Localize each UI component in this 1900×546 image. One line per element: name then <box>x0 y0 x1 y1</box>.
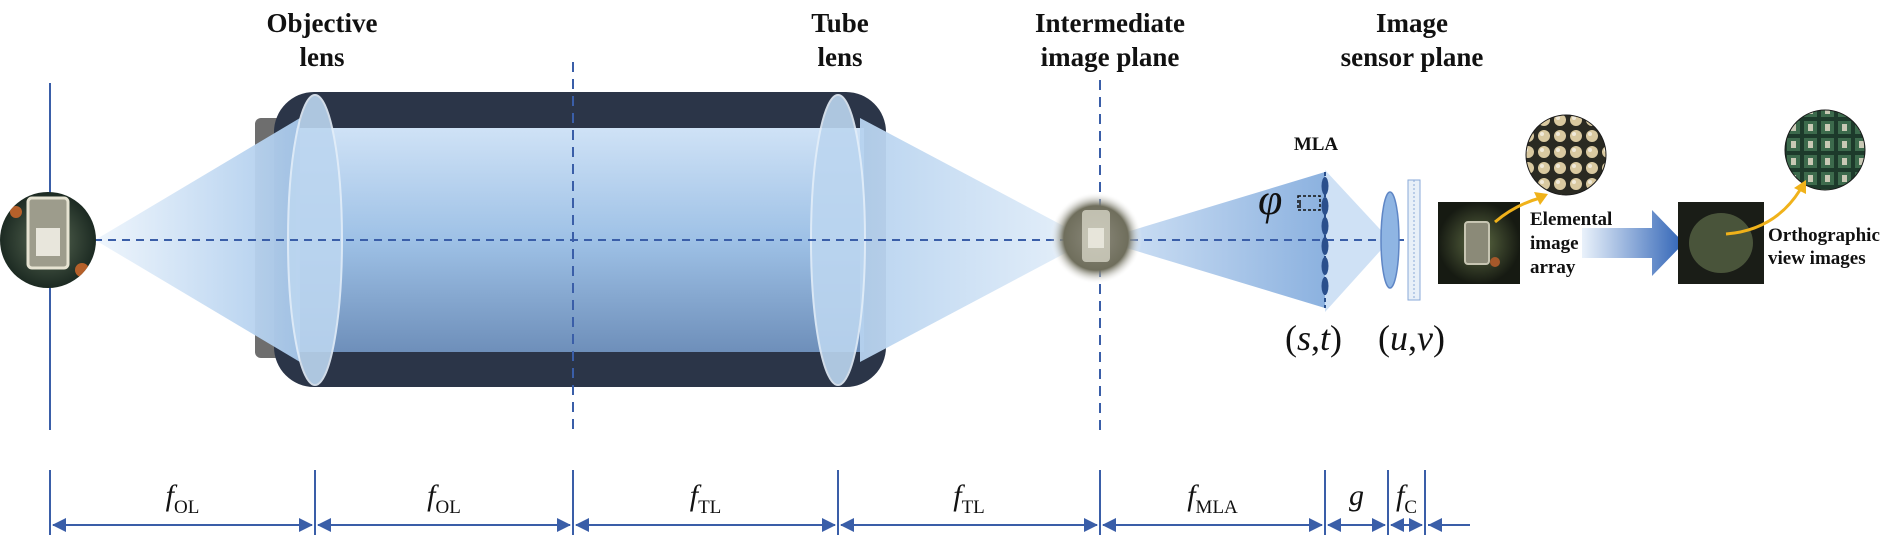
elemental-image-array <box>1438 202 1520 284</box>
dimension-label: fMLA <box>1187 479 1238 518</box>
dimension-label: fOL <box>427 479 461 518</box>
objective-lens <box>287 94 343 386</box>
dimension-arrowhead <box>1372 518 1386 532</box>
orthographic-label-line1: Orthographic <box>1768 225 1880 246</box>
orthographic-zoom-circle <box>1784 109 1866 191</box>
dimension-label: fTL <box>690 479 722 518</box>
objective-label-line2: lens <box>299 42 344 72</box>
intermediate-label-line2: image plane <box>1041 42 1180 72</box>
objective-label-line1: Objective <box>267 8 378 38</box>
mla-label: MLA <box>1294 134 1339 155</box>
dimension-arrowhead <box>299 518 313 532</box>
dimension-arrowhead <box>1327 518 1341 532</box>
dimension-arrowhead <box>1390 518 1404 532</box>
elemental-label-line3: array <box>1530 257 1576 278</box>
dimension-arrowhead <box>1309 518 1323 532</box>
dimension-arrowhead <box>840 518 854 532</box>
dimension-arrowhead <box>1084 518 1098 532</box>
dimension-arrowhead <box>822 518 836 532</box>
dimension-arrowhead <box>557 518 571 532</box>
st-coordinate: (s,t) <box>1285 318 1342 358</box>
orthographic-label-line2: view images <box>1768 248 1866 269</box>
transform-arrow <box>1582 210 1684 276</box>
phi-symbol: φ <box>1258 175 1282 224</box>
dimension-arrowhead <box>52 518 66 532</box>
mla-light-cone <box>1100 172 1325 308</box>
dimension-label: g <box>1349 479 1364 512</box>
sensor-label-line1: Image <box>1376 8 1448 38</box>
elemental-label-line1: Elemental <box>1530 209 1612 230</box>
orthographic-view-image <box>1678 202 1764 284</box>
dimension-arrowhead <box>1428 518 1442 532</box>
dimension-arrowhead <box>317 518 331 532</box>
microlens-array <box>1297 172 1329 308</box>
dimension-arrowhead <box>1102 518 1116 532</box>
dimension-label: fOL <box>166 479 200 518</box>
tube-label-line1: Tube <box>811 8 869 38</box>
dimension-label: fTL <box>953 479 985 518</box>
orthographic-zoom-arrow <box>1725 189 1802 236</box>
dimension-label: fC <box>1396 479 1417 518</box>
elemental-label-line2: image <box>1530 233 1579 254</box>
dimension-arrowhead <box>1409 518 1423 532</box>
elemental-zoom-circle <box>1525 114 1607 196</box>
elemental-zoom-arrow <box>1494 196 1541 224</box>
dimension-arrowhead <box>575 518 589 532</box>
focusing-light-cone <box>860 118 1090 362</box>
sample-image <box>0 192 96 288</box>
intermediate-image <box>1050 192 1142 284</box>
uv-coordinate: (u,v) <box>1378 318 1445 358</box>
intermediate-label-line1: Intermediate <box>1035 8 1185 38</box>
relay-lens <box>1380 191 1400 289</box>
sensor-label-line2: sensor plane <box>1341 42 1484 72</box>
tube-label-line2: lens <box>817 42 862 72</box>
